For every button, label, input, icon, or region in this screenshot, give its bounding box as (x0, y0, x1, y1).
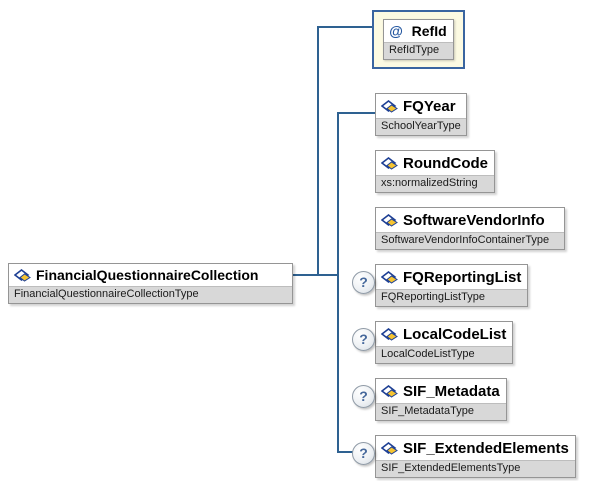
element-type: SchoolYearType (376, 118, 466, 135)
optional-question-icon: ? (352, 271, 375, 294)
element-box-sif-metadata[interactable]: SIF_Metadata SIF_MetadataType (375, 378, 507, 421)
attribute-container-refid: @ RefId RefIdType (372, 10, 465, 69)
optional-question-icon: ? (352, 385, 375, 408)
element-type: SIF_ExtendedElementsType (376, 460, 575, 477)
element-type: xs:normalizedString (376, 175, 494, 192)
element-name: FQYear (403, 98, 456, 115)
element-name: SIF_Metadata (403, 383, 500, 400)
element-icon (381, 100, 398, 113)
attribute-type: RefIdType (384, 42, 453, 59)
element-icon (381, 271, 398, 284)
attribute-box-refid[interactable]: @ RefId RefIdType (383, 19, 454, 60)
element-type: SoftwareVendorInfoContainerType (376, 232, 564, 249)
element-type: FQReportingListType (376, 289, 528, 306)
connector-attribute-vertical (317, 26, 319, 276)
element-box-roundcode[interactable]: RoundCode xs:normalizedString (375, 150, 495, 193)
element-name: FQReportingList (403, 269, 522, 286)
element-type: LocalCodeListType (376, 346, 513, 363)
optional-question-icon: ? (352, 442, 375, 465)
element-icon (14, 269, 31, 282)
element-icon (381, 328, 398, 341)
connector-stub-fqyear (338, 112, 375, 114)
connector-stub-sif-extendedelements (338, 451, 356, 453)
connector-root-horizontal (293, 274, 339, 276)
element-type: FinancialQuestionnaireCollectionType (9, 286, 292, 303)
element-icon (381, 442, 398, 455)
element-box-financialquestionnairecollection[interactable]: FinancialQuestionnaireCollection Financi… (8, 263, 293, 304)
element-name: SoftwareVendorInfo (403, 212, 545, 229)
optional-question-icon: ? (352, 328, 375, 351)
element-box-fqreportinglist[interactable]: FQReportingList FQReportingListType (375, 264, 529, 307)
element-icon (381, 157, 398, 170)
element-icon (381, 385, 398, 398)
connector-children-trunk (337, 112, 339, 453)
element-name: LocalCodeList (403, 326, 507, 343)
element-box-sif-extendedelements[interactable]: SIF_ExtendedElements SIF_ExtendedElement… (375, 435, 576, 478)
element-name: RoundCode (403, 155, 488, 172)
element-icon (381, 214, 398, 227)
element-type: SIF_MetadataType (376, 403, 506, 420)
element-name: FinancialQuestionnaireCollection (36, 267, 259, 283)
element-box-localcodelist[interactable]: LocalCodeList LocalCodeListType (375, 321, 514, 364)
element-name: SIF_ExtendedElements (403, 440, 569, 457)
connector-attribute-horizontal (318, 26, 372, 28)
element-box-softwarevendorinfo[interactable]: SoftwareVendorInfo SoftwareVendorInfoCon… (375, 207, 565, 250)
element-box-fqyear[interactable]: FQYear SchoolYearType (375, 93, 467, 136)
attribute-at-icon: @ (389, 23, 403, 39)
attribute-name: RefId (411, 23, 447, 39)
